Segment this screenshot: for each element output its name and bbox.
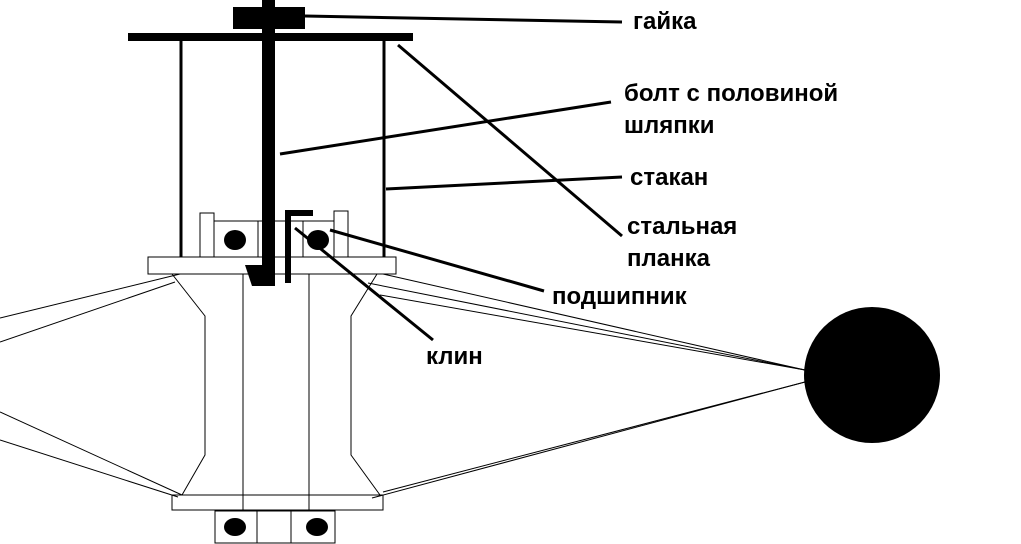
label-bolt-line1: болт с половиной — [624, 80, 839, 107]
bearing-ball-left — [224, 230, 246, 250]
leader-bearing — [329, 228, 545, 293]
label-plate-line1: стальная — [627, 213, 738, 240]
label-plate-line2: планка — [627, 245, 710, 272]
leader-cup — [385, 175, 623, 191]
bearing-ball-right — [307, 230, 329, 250]
leader-wedge — [294, 226, 434, 342]
bolt-half-head — [245, 265, 275, 286]
weight-ball — [804, 307, 940, 443]
leader-nut — [304, 14, 623, 24]
rods — [0, 273, 806, 499]
label-bearing: подшипник — [552, 283, 687, 310]
bolt-shaft — [262, 0, 275, 270]
lower-ball-right — [306, 518, 328, 536]
label-cup: стакан — [630, 164, 709, 191]
hub-body — [147, 256, 397, 512]
label-bolt-line2: шляпки — [624, 112, 715, 139]
leader-plate — [397, 43, 623, 238]
label-nut: гайка — [633, 8, 697, 35]
lower-ball-left — [224, 518, 246, 536]
leader-bolt — [279, 100, 612, 156]
cup — [179, 40, 386, 257]
label-wedge: клин — [426, 343, 483, 370]
wedge — [285, 210, 313, 283]
leader-lines — [279, 14, 623, 342]
